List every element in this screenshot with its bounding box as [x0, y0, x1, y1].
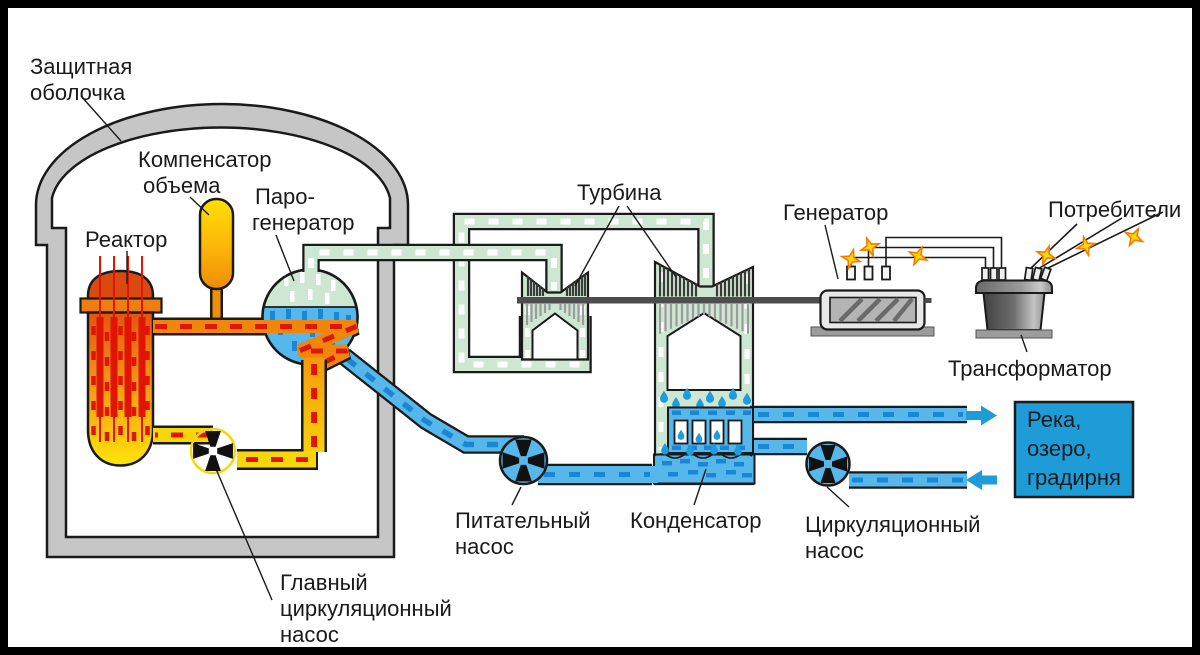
- reactor-flange: [79, 297, 163, 314]
- reactor-vessel: [86, 311, 155, 467]
- label-circulation-pump-2: насос: [805, 538, 864, 563]
- river-line3: градирня: [1027, 465, 1121, 490]
- steam-loop-pipes: [302, 212, 715, 374]
- label-containment-2: оболочка: [30, 80, 126, 105]
- circulation-pump: [805, 441, 851, 487]
- tube-bank-dashes: [672, 410, 751, 450]
- river-box: Река, озеро, градирня: [1013, 400, 1135, 499]
- hp-blades-top: [526, 274, 587, 296]
- transformer-base: [975, 329, 1053, 339]
- label-turbine: Турбина: [577, 180, 662, 205]
- rotor-hatch: [838, 297, 914, 323]
- label-transformer: Трансформатор: [948, 356, 1112, 381]
- condensate-pool: [653, 453, 756, 485]
- outflow-arrow-icon: [966, 405, 997, 426]
- label-condenser: Конденсатор: [630, 508, 761, 533]
- hp-blades-bottom: [525, 304, 585, 325]
- label-consumers: Потребители: [1048, 197, 1181, 222]
- generator: [810, 265, 935, 337]
- label-circulation-pump-1: Циркуляционный: [805, 512, 980, 537]
- label-steam-generator-2: генератор: [252, 210, 354, 235]
- lp-blades-top: [658, 264, 751, 297]
- labels: Защитная оболочка Компенсатор объема Реа…: [30, 54, 1181, 647]
- reactor-dome: [86, 269, 155, 302]
- control-rods: [99, 256, 143, 442]
- label-containment-1: Защитная: [30, 54, 132, 79]
- generator-shaft-stub: [924, 298, 932, 303]
- river-line2: озеро,: [1027, 436, 1092, 461]
- label-pressurizer-1: Компенсатор: [138, 147, 272, 172]
- generator-terminals: [846, 265, 891, 281]
- spark-icon: [1120, 223, 1148, 251]
- transformer-lid: [975, 279, 1053, 294]
- feedwater-pipe: [338, 348, 524, 454]
- hp-turbine: [520, 270, 590, 361]
- label-main-circ-pump-2: циркуляционный: [280, 596, 452, 621]
- condenser-tubes: [673, 419, 743, 445]
- main-circulation-pump: [189, 427, 237, 475]
- hp-diffuser: [531, 312, 579, 361]
- river-line1: Река,: [1027, 407, 1081, 432]
- sg-steam-dashes: [284, 272, 336, 304]
- reactor: [79, 256, 163, 467]
- label-steam-generator-1: Паро-: [255, 184, 315, 209]
- transformer: [975, 266, 1053, 339]
- inflow-arrow-icon: [966, 470, 997, 490]
- lp-blades-bottom: [658, 304, 750, 334]
- leader-lines: [80, 95, 1028, 601]
- transformer-bushings: [981, 266, 1052, 282]
- feed-pump: [498, 435, 549, 486]
- label-feed-pump-1: Питательный: [455, 508, 591, 533]
- primary-zigzag: [153, 320, 359, 373]
- lp-diffuser: [666, 311, 742, 391]
- transformer-tank: [982, 292, 1046, 331]
- label-feed-pump-2: насос: [455, 534, 514, 559]
- label-pressurizer-2: объема: [143, 173, 221, 198]
- label-reactor: Реактор: [85, 227, 167, 252]
- label-main-circ-pump-1: Главный: [280, 570, 368, 595]
- label-main-circ-pump-3: насос: [280, 622, 339, 647]
- pressurizer-vessel: [198, 197, 235, 291]
- turbine-shaft: [517, 297, 830, 304]
- primary-cold-leg: [153, 358, 327, 470]
- pool-wave: [653, 453, 753, 459]
- pool-dashes: [662, 459, 752, 478]
- condenser: [538, 387, 967, 489]
- containment-shell: [34, 102, 410, 559]
- fuel-rods: [91, 317, 150, 448]
- label-generator: Генератор: [783, 200, 888, 225]
